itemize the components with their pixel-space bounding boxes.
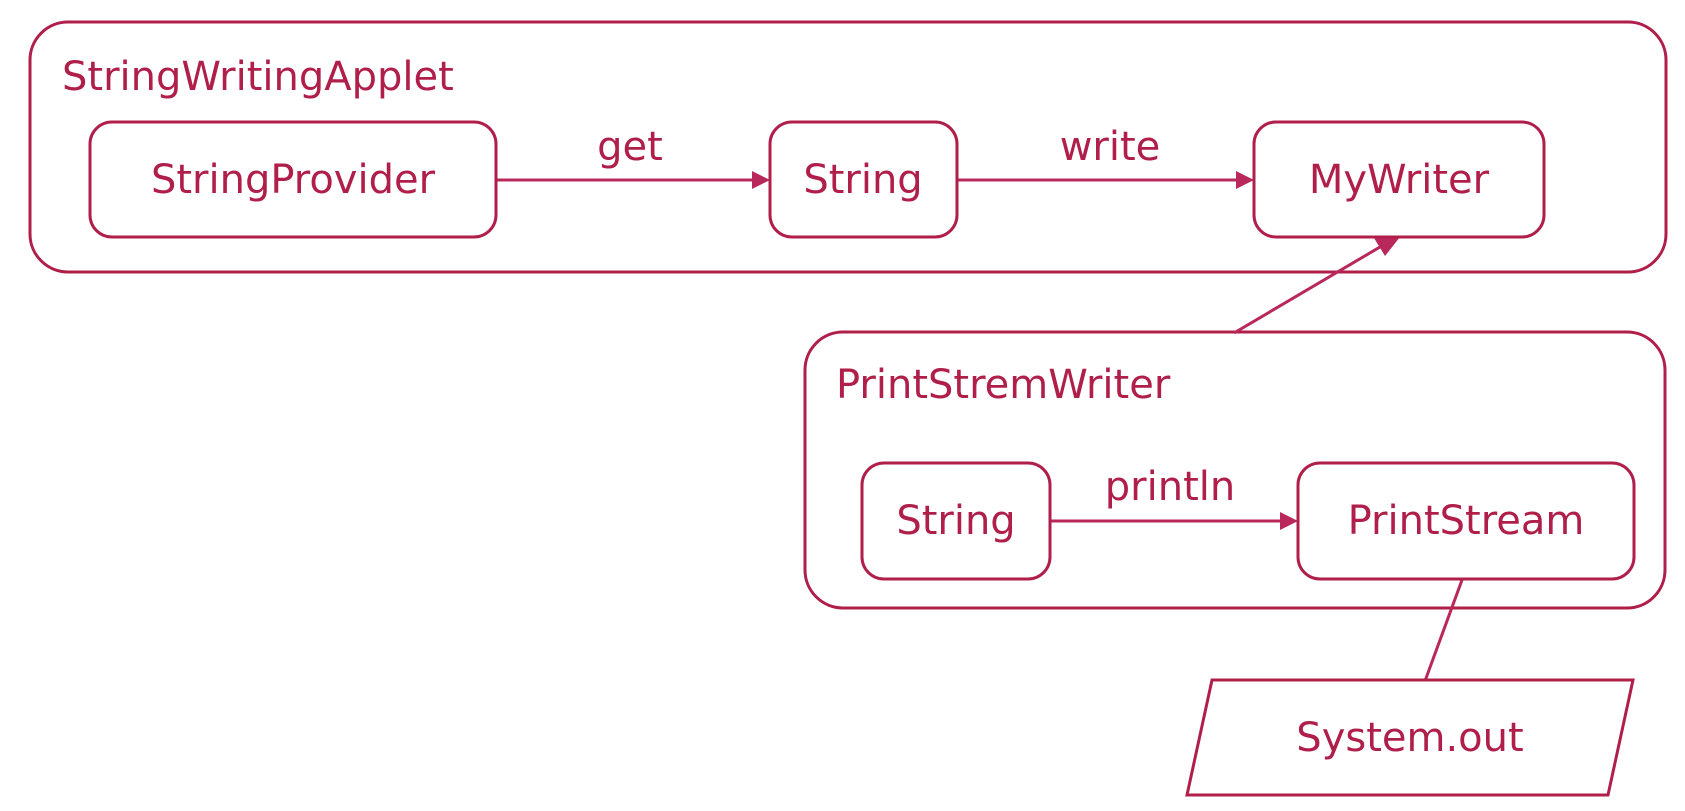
node-writer-string [860,461,1052,581]
node-label-applet-string: String [803,157,922,203]
edge-printstream-writer-to-mywriter [1233,245,1381,335]
edge-label-write: write [1060,124,1161,170]
node-label-print-stream: PrintStream [1348,498,1585,544]
node-system-out [1185,678,1635,797]
edge-label-println: println [1105,464,1235,510]
node-label-writer-string: String [896,498,1015,544]
arrowhead-println [1280,512,1298,530]
arrowhead-write [1236,171,1254,189]
group-title-printstream-writer: PrintStremWriter [836,362,1171,408]
node-my-writer [1252,120,1546,239]
node-print-stream [1296,461,1636,581]
node-label-system-out: System.out [1296,715,1523,761]
arrowhead-get [752,171,770,189]
edge-label-get: get [597,124,663,170]
edge-printstream-to-system-out [1423,579,1464,682]
group-title-string-writing-applet: StringWritingApplet [62,54,454,100]
arrowhead-printstream-writer-to-mywriter [1374,237,1400,256]
node-label-my-writer: MyWriter [1309,157,1490,203]
node-label-string-provider: StringProvider [151,157,436,203]
node-applet-string [768,120,959,239]
node-string-provider [88,120,498,239]
